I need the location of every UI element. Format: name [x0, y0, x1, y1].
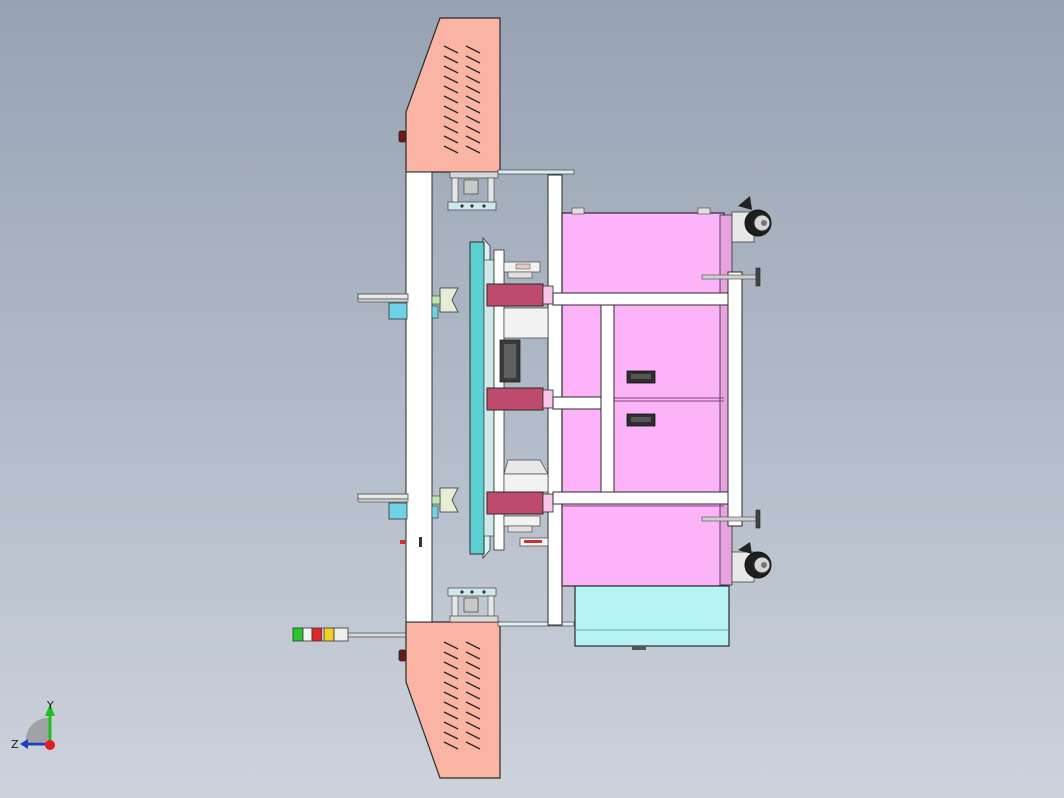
caster-upper: [731, 196, 772, 243]
vent-slot: [443, 741, 459, 750]
indicator-marker: [400, 540, 406, 544]
signal-light-yellow: [323, 627, 335, 642]
vent-slots-upper: [443, 45, 481, 154]
z-axis-label: Z: [11, 738, 19, 751]
vent-slot: [465, 721, 481, 730]
vent-slot: [443, 701, 459, 710]
lower-cover: [398, 621, 501, 779]
vent-slot: [465, 145, 481, 154]
vent-slot: [443, 145, 459, 154]
vent-slot: [443, 661, 459, 670]
leveling-foot-upper: [701, 267, 761, 287]
vent-slot: [465, 701, 481, 710]
vent-slot: [465, 55, 481, 64]
vent-slot: [443, 721, 459, 730]
vent-slot: [465, 691, 481, 700]
vent-slot: [465, 661, 481, 670]
vent-slot: [465, 125, 481, 134]
vent-slot: [465, 95, 481, 104]
emergency-stop-upper: [398, 130, 407, 143]
signal-tower: [292, 627, 407, 642]
vent-slot: [465, 741, 481, 750]
signal-light-red: [311, 627, 323, 642]
emergency-stop-lower: [398, 649, 407, 662]
vent-slot: [465, 105, 481, 114]
origin-dot: [45, 740, 55, 750]
main-column: [405, 171, 433, 623]
cylinder-upper: [486, 283, 554, 307]
vent-slot: [465, 681, 481, 690]
signal-light-green: [292, 627, 304, 642]
vent-slot: [443, 45, 459, 54]
leveling-foot-lower: [701, 509, 761, 529]
vent-slot: [443, 711, 459, 720]
vent-slot: [465, 45, 481, 54]
vent-slot: [443, 55, 459, 64]
vent-slot: [465, 651, 481, 660]
vent-slot: [443, 125, 459, 134]
vent-slot: [443, 115, 459, 124]
vent-slot: [443, 671, 459, 680]
vent-slot: [465, 671, 481, 680]
vent-slot: [465, 115, 481, 124]
frame-bars: [552, 271, 743, 527]
clamp-brackets: [499, 261, 549, 547]
vent-slot: [465, 75, 481, 84]
vent-slot: [443, 731, 459, 740]
lower-box: [574, 585, 730, 650]
vent-slot: [443, 651, 459, 660]
left-guide-upper: [357, 287, 459, 320]
vent-slot: [443, 681, 459, 690]
triad-plane: [25, 717, 50, 742]
vent-slot: [443, 95, 459, 104]
upper-cover: [398, 17, 501, 173]
vent-slot: [443, 135, 459, 144]
vent-slot: [465, 135, 481, 144]
vent-slot: [443, 75, 459, 84]
vent-slot: [465, 711, 481, 720]
load-cell-mount-lower: [447, 587, 575, 627]
y-axis-arrow: [45, 704, 55, 716]
coordinate-triad: Y Z: [11, 699, 55, 751]
vent-slot: [443, 65, 459, 74]
y-axis-label: Y: [46, 699, 54, 712]
vent-slot: [465, 731, 481, 740]
vent-slot: [465, 641, 481, 650]
vent-slots-lower: [443, 641, 481, 750]
vent-slot: [465, 85, 481, 94]
vent-slot: [443, 691, 459, 700]
load-cell-mount-upper: [447, 169, 575, 211]
sensor-tab: [419, 537, 422, 547]
left-guide-lower: [357, 487, 459, 520]
cylinder-lower: [486, 491, 554, 515]
vent-slot: [443, 641, 459, 650]
caster-lower: [731, 542, 772, 583]
vent-slot: [443, 105, 459, 114]
vent-slot: [443, 85, 459, 94]
cylinder-middle: [486, 387, 554, 411]
vent-slot: [465, 65, 481, 74]
z-axis-arrow: [20, 739, 28, 749]
